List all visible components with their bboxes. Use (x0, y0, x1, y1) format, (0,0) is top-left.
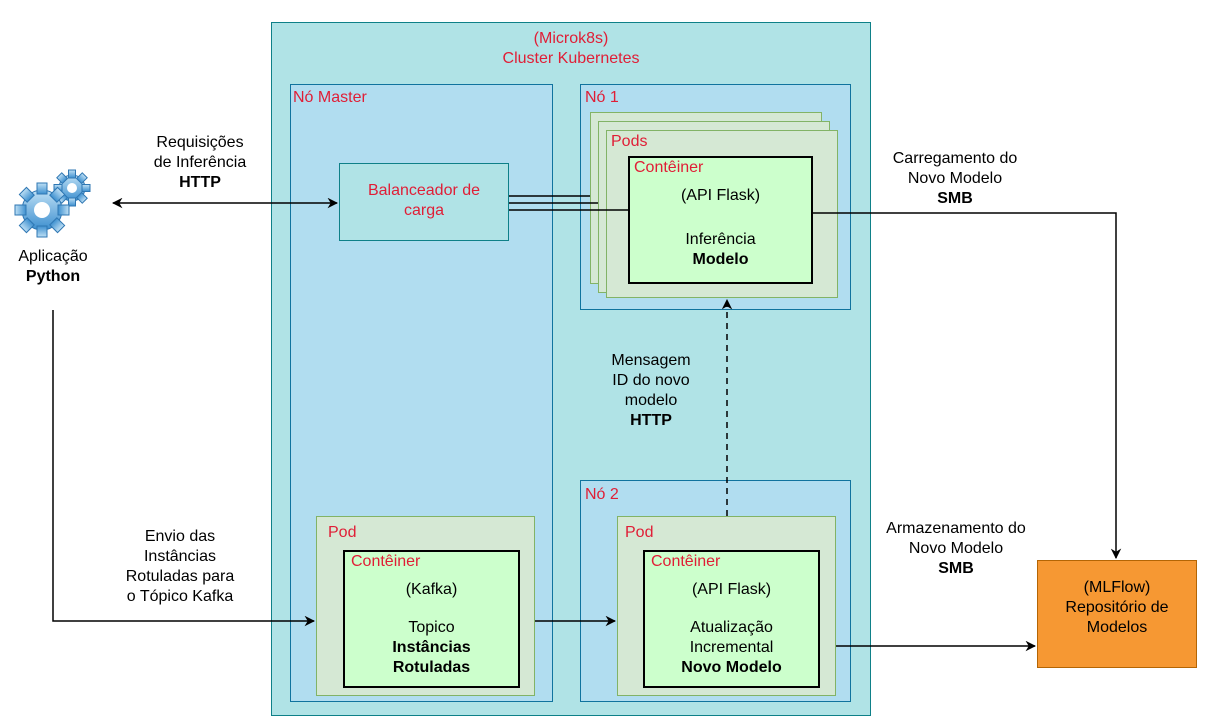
node-2-api: (API Flask) (691, 581, 772, 598)
kafka-name: (Kafka) (405, 581, 458, 598)
send-instances-label: Envio das Instâncias Rotuladas para o Tó… (100, 527, 260, 607)
kafka-topic-line1: Instâncias (392, 639, 471, 656)
storage-line2: Novo Modelo (908, 540, 1004, 557)
application-language: Python (25, 268, 81, 285)
node-2-title: Nó 2 (585, 486, 619, 503)
loading-protocol: SMB (937, 190, 973, 207)
repo-line2: Repositório de (1065, 599, 1169, 616)
node-1-inference: Inferência (685, 231, 756, 248)
storage-label: Armazenamento do Novo Modelo SMB (866, 519, 1046, 579)
loading-line2: Novo Modelo (907, 170, 1003, 187)
node-1-container-label: Contêiner (634, 159, 704, 176)
kafka-topic-line2: Rotuladas (392, 659, 471, 676)
kafka-container: Contêiner (Kafka) Topico Instâncias Rotu… (343, 550, 520, 688)
kafka-pod-label: Pod (328, 524, 357, 541)
cluster-title-line1: (Microk8s) (533, 30, 609, 47)
repo-line3: Modelos (1086, 619, 1148, 636)
load-balancer-line1: Balanceador de (367, 182, 481, 199)
storage-line1: Armazenamento do (886, 520, 1026, 537)
gears-icon (10, 166, 94, 242)
node-1-model: Modelo (692, 251, 749, 268)
node-2-line1: Atualização (690, 619, 773, 636)
load-balancer: Balanceador de carga (339, 163, 509, 241)
node-2-line3: Novo Modelo (681, 659, 782, 676)
send-instances-line1: Envio das (144, 528, 216, 545)
master-node-title: Nó Master (293, 89, 367, 106)
send-instances-line4: o Tópico Kafka (126, 588, 234, 605)
cluster-title: (Microk8s) Cluster Kubernetes (271, 29, 871, 69)
send-instances-line3: Rotuladas para (125, 568, 235, 585)
node-2-container: Contêiner (API Flask) Atualização Increm… (643, 550, 820, 688)
message-protocol: HTTP (630, 412, 672, 429)
kafka-container-label: Contêiner (351, 553, 421, 570)
load-balancer-line2: carga (403, 202, 445, 219)
message-line1: Mensagem (611, 352, 691, 369)
inference-request-label: Requisições de Inferência HTTP (130, 133, 270, 193)
node-2-line2: Incremental (689, 639, 774, 656)
application-name: Aplicação (18, 248, 88, 265)
storage-protocol: SMB (938, 560, 974, 577)
kafka-topic: Topico (408, 619, 455, 636)
send-instances-arrow (52, 310, 316, 627)
node-1-api: (API Flask) (680, 187, 761, 204)
node-2-pod-label: Pod (625, 524, 654, 541)
inference-request-line2: de Inferência (153, 154, 247, 171)
repo-line1: (MLFlow) (1083, 579, 1151, 596)
application-label: Aplicação Python (0, 247, 106, 287)
node-1-container: Contêiner (API Flask) Inferência Modelo (628, 156, 813, 284)
pods-label: Pods (611, 133, 648, 150)
send-instances-line2: Instâncias (143, 548, 217, 565)
node-1-title: Nó 1 (585, 89, 619, 106)
inference-request-line1: Requisições (156, 134, 244, 151)
loading-line1: Carregamento do (892, 150, 1018, 167)
cluster-title-line2: Cluster Kubernetes (502, 50, 640, 67)
message-label: Mensagem ID do novo modelo HTTP (601, 351, 701, 431)
node-2-container-label: Contêiner (651, 553, 721, 570)
loading-label: Carregamento do Novo Modelo SMB (870, 149, 1040, 209)
message-line3: modelo (624, 392, 678, 409)
inference-request-protocol: HTTP (179, 174, 221, 191)
mlflow-repository: (MLFlow) Repositório de Modelos (1037, 560, 1197, 668)
loading-arrow (813, 212, 1122, 560)
message-line2: ID do novo (612, 372, 690, 389)
